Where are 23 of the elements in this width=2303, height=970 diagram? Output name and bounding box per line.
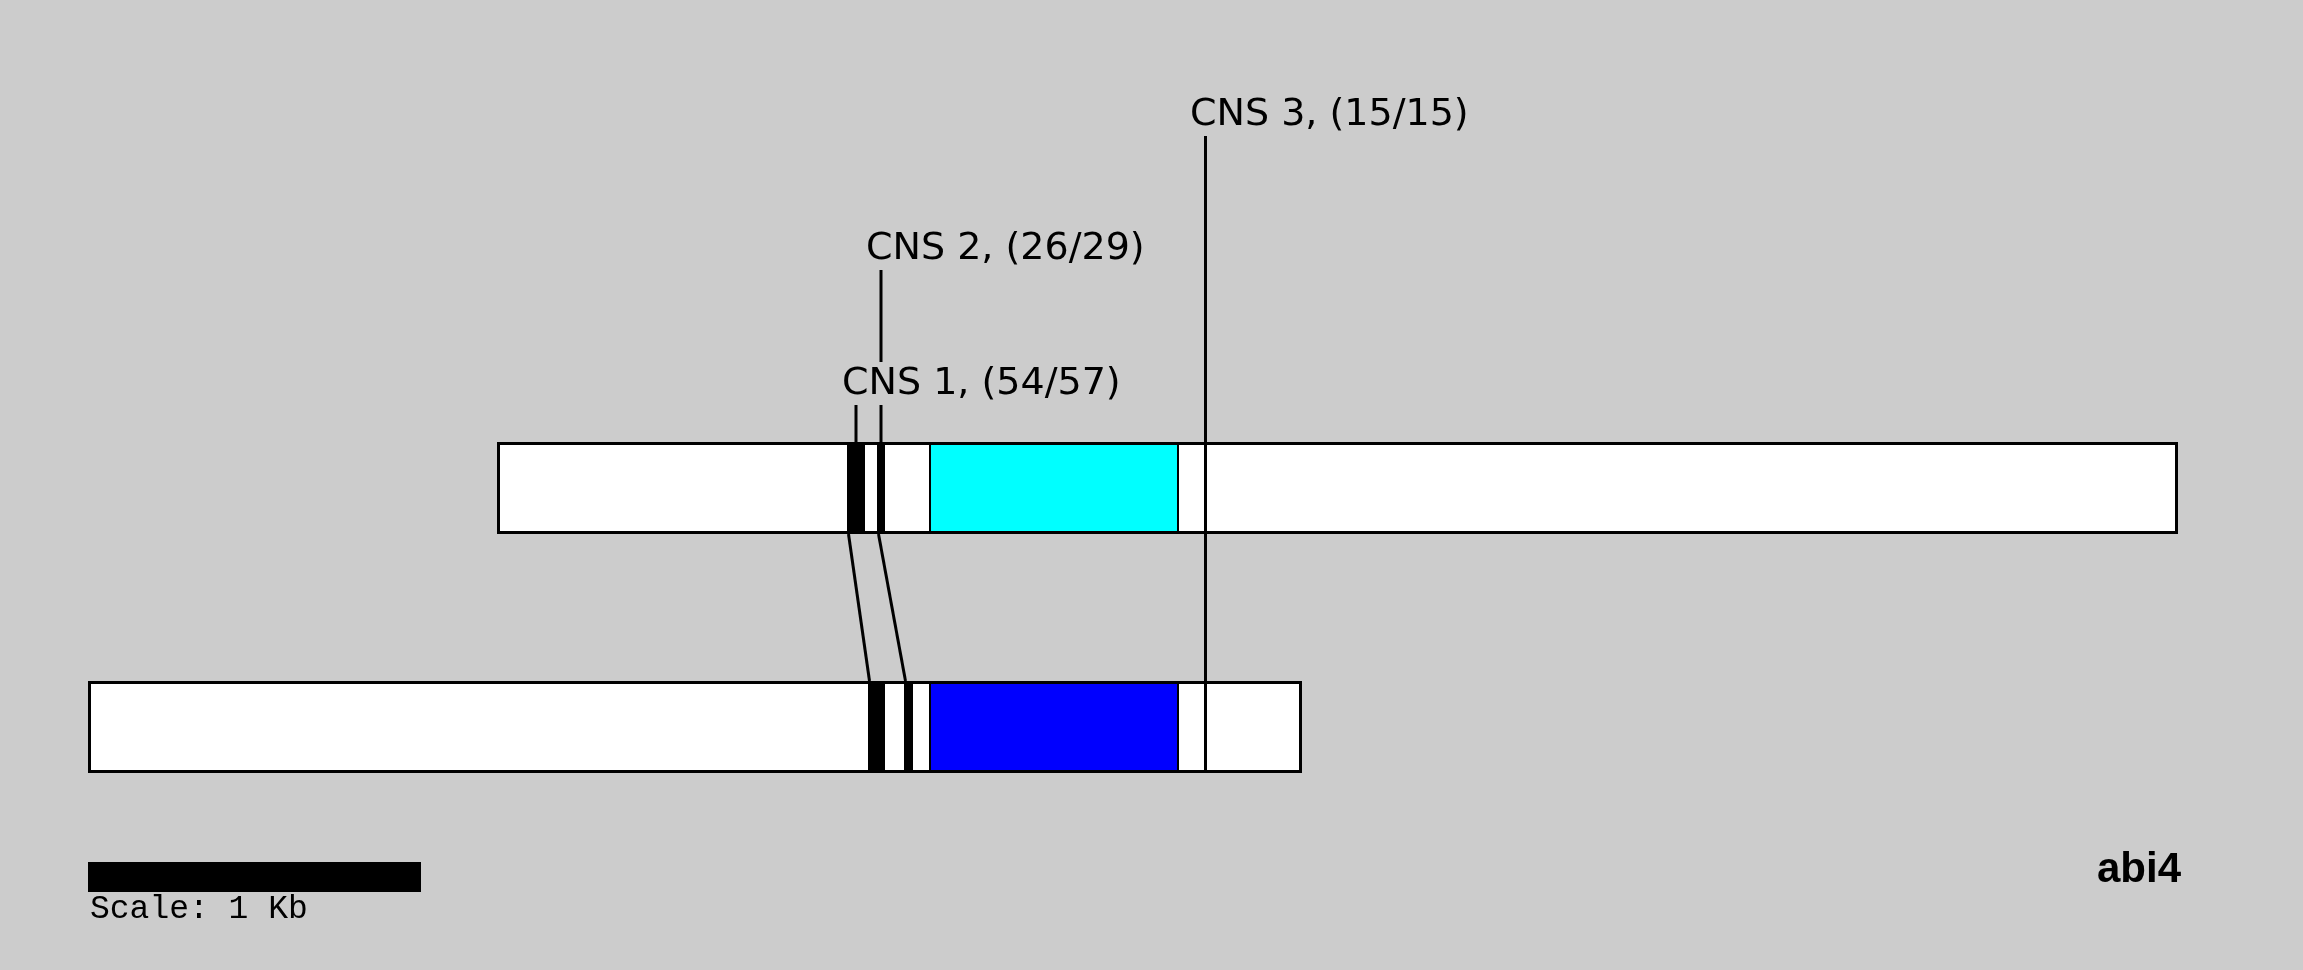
alignment-line (1204, 534, 1207, 681)
cns-label: CNS 2, (26/29) (866, 227, 1145, 265)
leader-line (879, 405, 883, 442)
conserved-band (868, 681, 885, 773)
scale-label: Scale: 1 Kb (90, 893, 308, 926)
leader-line (879, 270, 883, 362)
conserved-band (904, 681, 913, 773)
conserved-site-line (1204, 681, 1207, 773)
sequence-bar (497, 442, 2178, 534)
conserved-site-line (1204, 442, 1207, 534)
sequence-bar (88, 681, 1302, 773)
coding-region-box (929, 684, 1179, 770)
cns-label: CNS 3, (15/15) (1190, 93, 1469, 131)
cns-label: CNS 1, (54/57) (842, 362, 1121, 400)
leader-line (1204, 136, 1207, 442)
coding-region-box (929, 445, 1179, 531)
alignment-line (847, 533, 871, 682)
conserved-band (877, 442, 885, 534)
conserved-band (847, 442, 865, 534)
scale-bar (88, 862, 421, 892)
alignment-line (877, 533, 907, 682)
gene-name: abi4 (2097, 847, 2182, 889)
leader-line (854, 405, 858, 442)
